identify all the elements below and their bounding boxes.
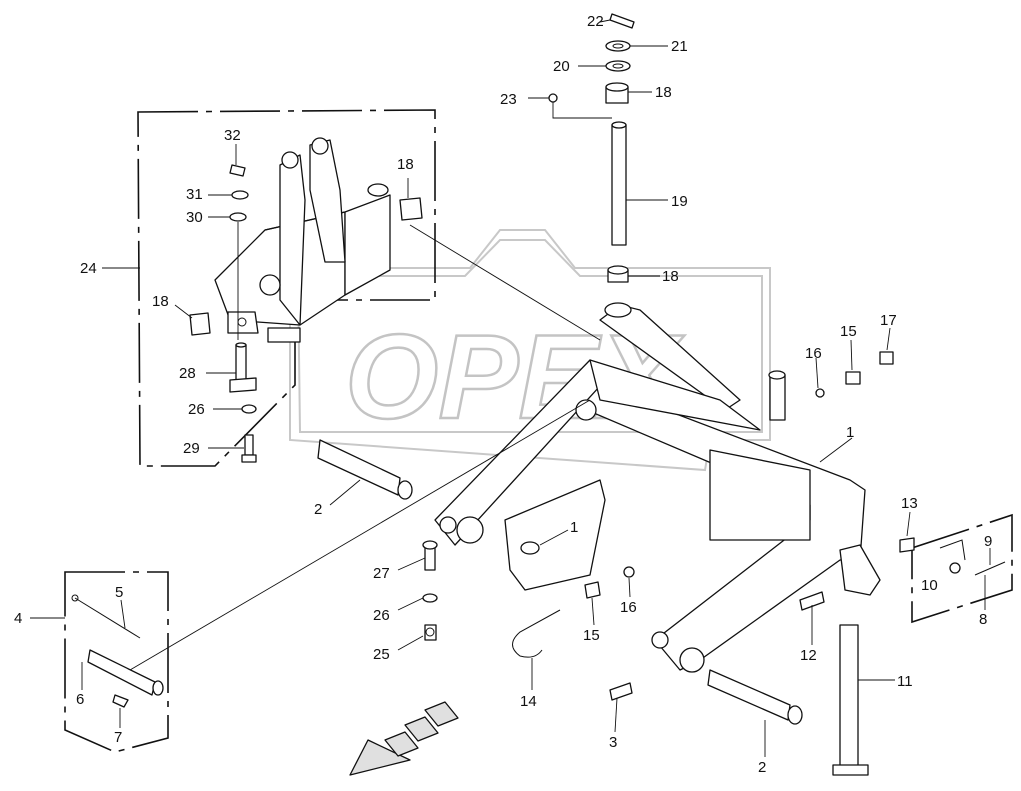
label-16b: 16	[620, 599, 637, 616]
label-15b: 15	[840, 323, 857, 340]
main-frame	[434, 304, 866, 673]
mounting-plate	[504, 479, 606, 591]
label-15: 15	[583, 627, 600, 644]
label-16: 16	[805, 345, 822, 362]
label-18d: 18	[152, 293, 169, 310]
label-30: 30	[186, 209, 203, 226]
label-25: 25	[373, 646, 390, 663]
label-3: 3	[609, 734, 617, 751]
label-20: 20	[553, 58, 570, 75]
side-bracket	[832, 544, 881, 776]
label-12: 12	[800, 647, 817, 664]
label-28: 28	[179, 365, 196, 382]
hook-pin	[512, 609, 561, 658]
axle-pins	[317, 439, 803, 725]
label-2: 2	[314, 501, 322, 518]
label-26a: 26	[188, 401, 205, 418]
label-9: 9	[984, 533, 992, 550]
label-10: 10	[921, 577, 938, 594]
label-6: 6	[76, 691, 84, 708]
label-32: 32	[224, 127, 241, 144]
label-18c: 18	[397, 156, 414, 173]
label-7: 7	[114, 729, 122, 746]
label-1b: 1	[570, 519, 578, 536]
pin-assembly-4	[71, 594, 164, 708]
label-14: 14	[520, 693, 537, 710]
pin-19	[611, 121, 627, 246]
label-18b: 18	[662, 268, 679, 285]
label-17: 17	[880, 312, 897, 329]
label-4: 4	[14, 610, 22, 627]
label-1: 1	[846, 424, 854, 441]
label-24: 24	[80, 260, 97, 277]
label-5: 5	[115, 584, 123, 601]
label-11: 11	[897, 673, 913, 690]
label-21: 21	[671, 38, 688, 55]
bushings	[189, 82, 632, 336]
label-13: 13	[901, 495, 918, 512]
label-8: 8	[979, 611, 987, 628]
part-labels: 1 1 2 2 3 4 5 6 7 8 9 10 11 12 13 14 15 …	[14, 13, 992, 776]
label-22: 22	[587, 13, 604, 30]
leader-lines	[30, 19, 991, 757]
group-box-8	[911, 513, 1013, 624]
label-23: 23	[500, 91, 517, 108]
label-18a: 18	[655, 84, 672, 101]
direction-arrow	[349, 701, 459, 776]
label-2b: 2	[758, 759, 766, 776]
label-27: 27	[373, 565, 390, 582]
upper-bracket	[214, 137, 391, 343]
small-hardware	[229, 13, 1006, 701]
label-19: 19	[671, 193, 688, 210]
group-box-4	[64, 571, 169, 753]
label-31: 31	[186, 186, 203, 203]
label-29: 29	[183, 440, 200, 457]
label-26b: 26	[373, 607, 390, 624]
